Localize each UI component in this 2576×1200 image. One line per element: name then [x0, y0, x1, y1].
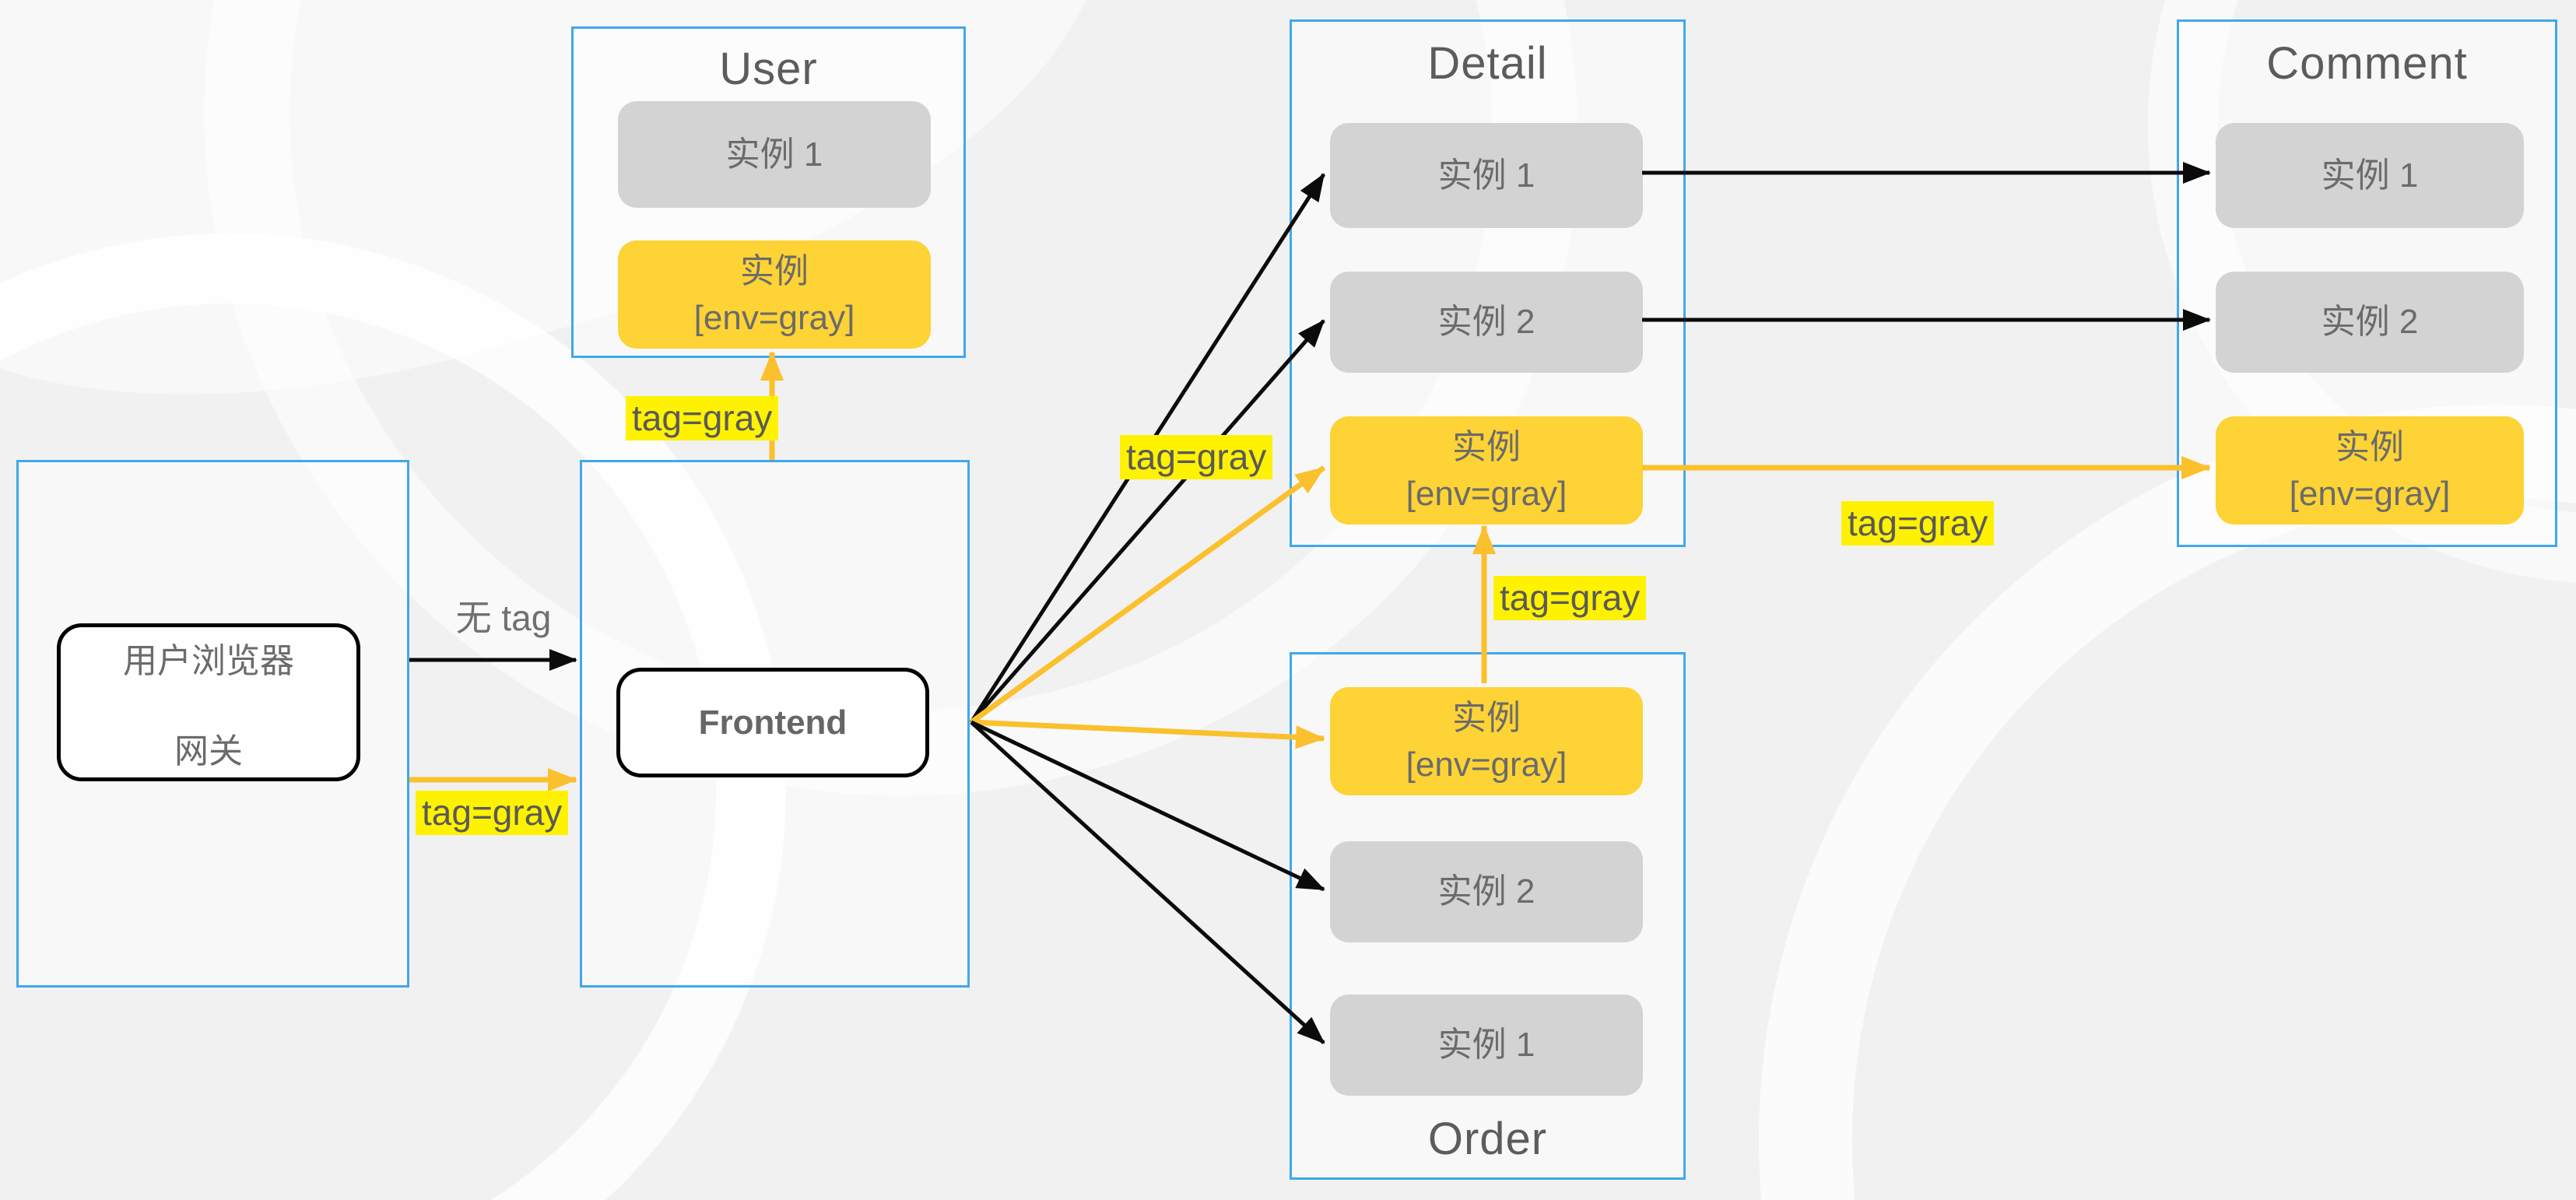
edge-label-tag-gray-comment: tag=gray [1841, 501, 1995, 546]
detail-instance-env-gray: 实例 [env=gray] [1330, 416, 1643, 525]
comment-instance-2: 实例 2 [2216, 272, 2524, 373]
service-title-detail: Detail [1427, 38, 1548, 89]
container-gateway: 用户浏览器 网关 [16, 460, 409, 988]
edge-label-tag-gray-user: tag=gray [626, 396, 779, 440]
service-title-order: Order [1427, 1114, 1548, 1164]
instance-env-tag: [env=gray] [1406, 474, 1567, 513]
detail-instance-1: 实例 1 [1330, 123, 1643, 228]
container-service-order: 实例 [env=gray] 实例 2 实例 1 Order [1290, 652, 1686, 1180]
instance-label: 实例 [740, 252, 809, 291]
instance-env-tag: [env=gray] [2289, 474, 2451, 513]
instance-env-tag: [env=gray] [1406, 745, 1567, 784]
service-title-user: User [719, 44, 818, 94]
node-browser-gateway: 用户浏览器 网关 [57, 623, 360, 781]
container-service-detail: Detail 实例 1 实例 2 实例 [env=gray] [1290, 19, 1686, 547]
instance-label: 实例 [1452, 699, 1521, 738]
container-service-comment: Comment 实例 1 实例 2 实例 [env=gray] [2177, 19, 2557, 547]
order-instance-2: 实例 2 [1330, 841, 1643, 942]
comment-instance-env-gray: 实例 [env=gray] [2216, 416, 2524, 525]
edge-label-tag-gray-order-detail: tag=gray [1493, 576, 1647, 620]
browser-label: 用户浏览器 [123, 641, 294, 680]
edge-label-tag-gray-detail: tag=gray [1120, 435, 1273, 479]
edge-label-tag-gray-gateway: tag=gray [416, 791, 569, 835]
instance-label: 实例 [1452, 428, 1521, 467]
instance-label: 实例 1 [1437, 1026, 1535, 1065]
container-service-user: User 实例 1 实例 [env=gray] [571, 26, 966, 358]
detail-instance-2: 实例 2 [1330, 272, 1643, 373]
instance-label: 实例 2 [1437, 872, 1535, 911]
comment-instance-1: 实例 1 [2216, 123, 2524, 228]
user-instance-env-gray: 实例 [env=gray] [618, 240, 931, 349]
service-title-comment: Comment [2266, 38, 2468, 89]
instance-env-tag: [env=gray] [693, 298, 855, 337]
edge-label-no-tag: 无 tag [455, 598, 552, 638]
node-frontend: Frontend [616, 668, 929, 777]
user-instance-1: 实例 1 [618, 101, 931, 208]
instance-label: 实例 2 [1437, 303, 1535, 342]
instance-label: 实例 [2336, 428, 2404, 467]
instance-label: 实例 2 [2321, 303, 2419, 342]
order-instance-env-gray: 实例 [env=gray] [1330, 687, 1643, 795]
instance-label: 实例 1 [725, 135, 823, 174]
container-frontend: Frontend [580, 460, 970, 988]
gateway-label: 网关 [174, 732, 243, 770]
instance-label: 实例 1 [2321, 156, 2419, 195]
frontend-label: Frontend [698, 703, 848, 742]
instance-label: 实例 1 [1437, 156, 1535, 195]
order-instance-1: 实例 1 [1330, 995, 1643, 1096]
